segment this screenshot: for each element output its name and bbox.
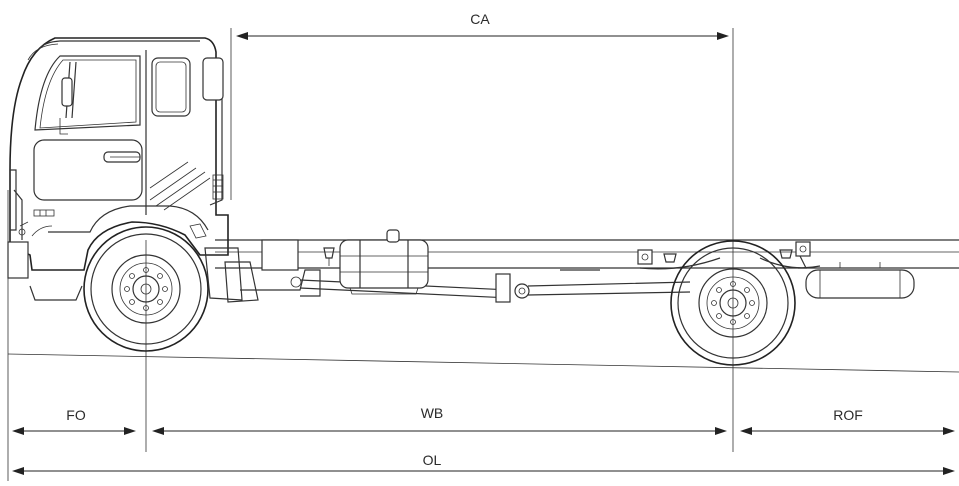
chassis-frame [215, 239, 959, 269]
fo-dimension [12, 427, 136, 435]
fo-label: FO [66, 407, 86, 423]
rof-label: ROF [833, 407, 863, 423]
ol-dimension [12, 467, 955, 475]
driveline [204, 239, 821, 303]
ground-line [7, 353, 959, 373]
spring-hangers [637, 241, 811, 269]
reference-lines [7, 28, 959, 481]
wb-label: WB [421, 405, 444, 421]
wb-dimension [152, 427, 727, 435]
fuel-tank [323, 229, 429, 295]
dimension-arrows [12, 32, 955, 475]
spare-tire [805, 262, 915, 299]
front-wheel [83, 226, 209, 352]
rof-dimension [740, 427, 955, 435]
ca-label: CA [470, 11, 490, 27]
ca-dimension [236, 32, 729, 40]
rear-wheel [670, 240, 796, 366]
ol-label: OL [423, 452, 442, 468]
truck-cab [7, 37, 229, 301]
